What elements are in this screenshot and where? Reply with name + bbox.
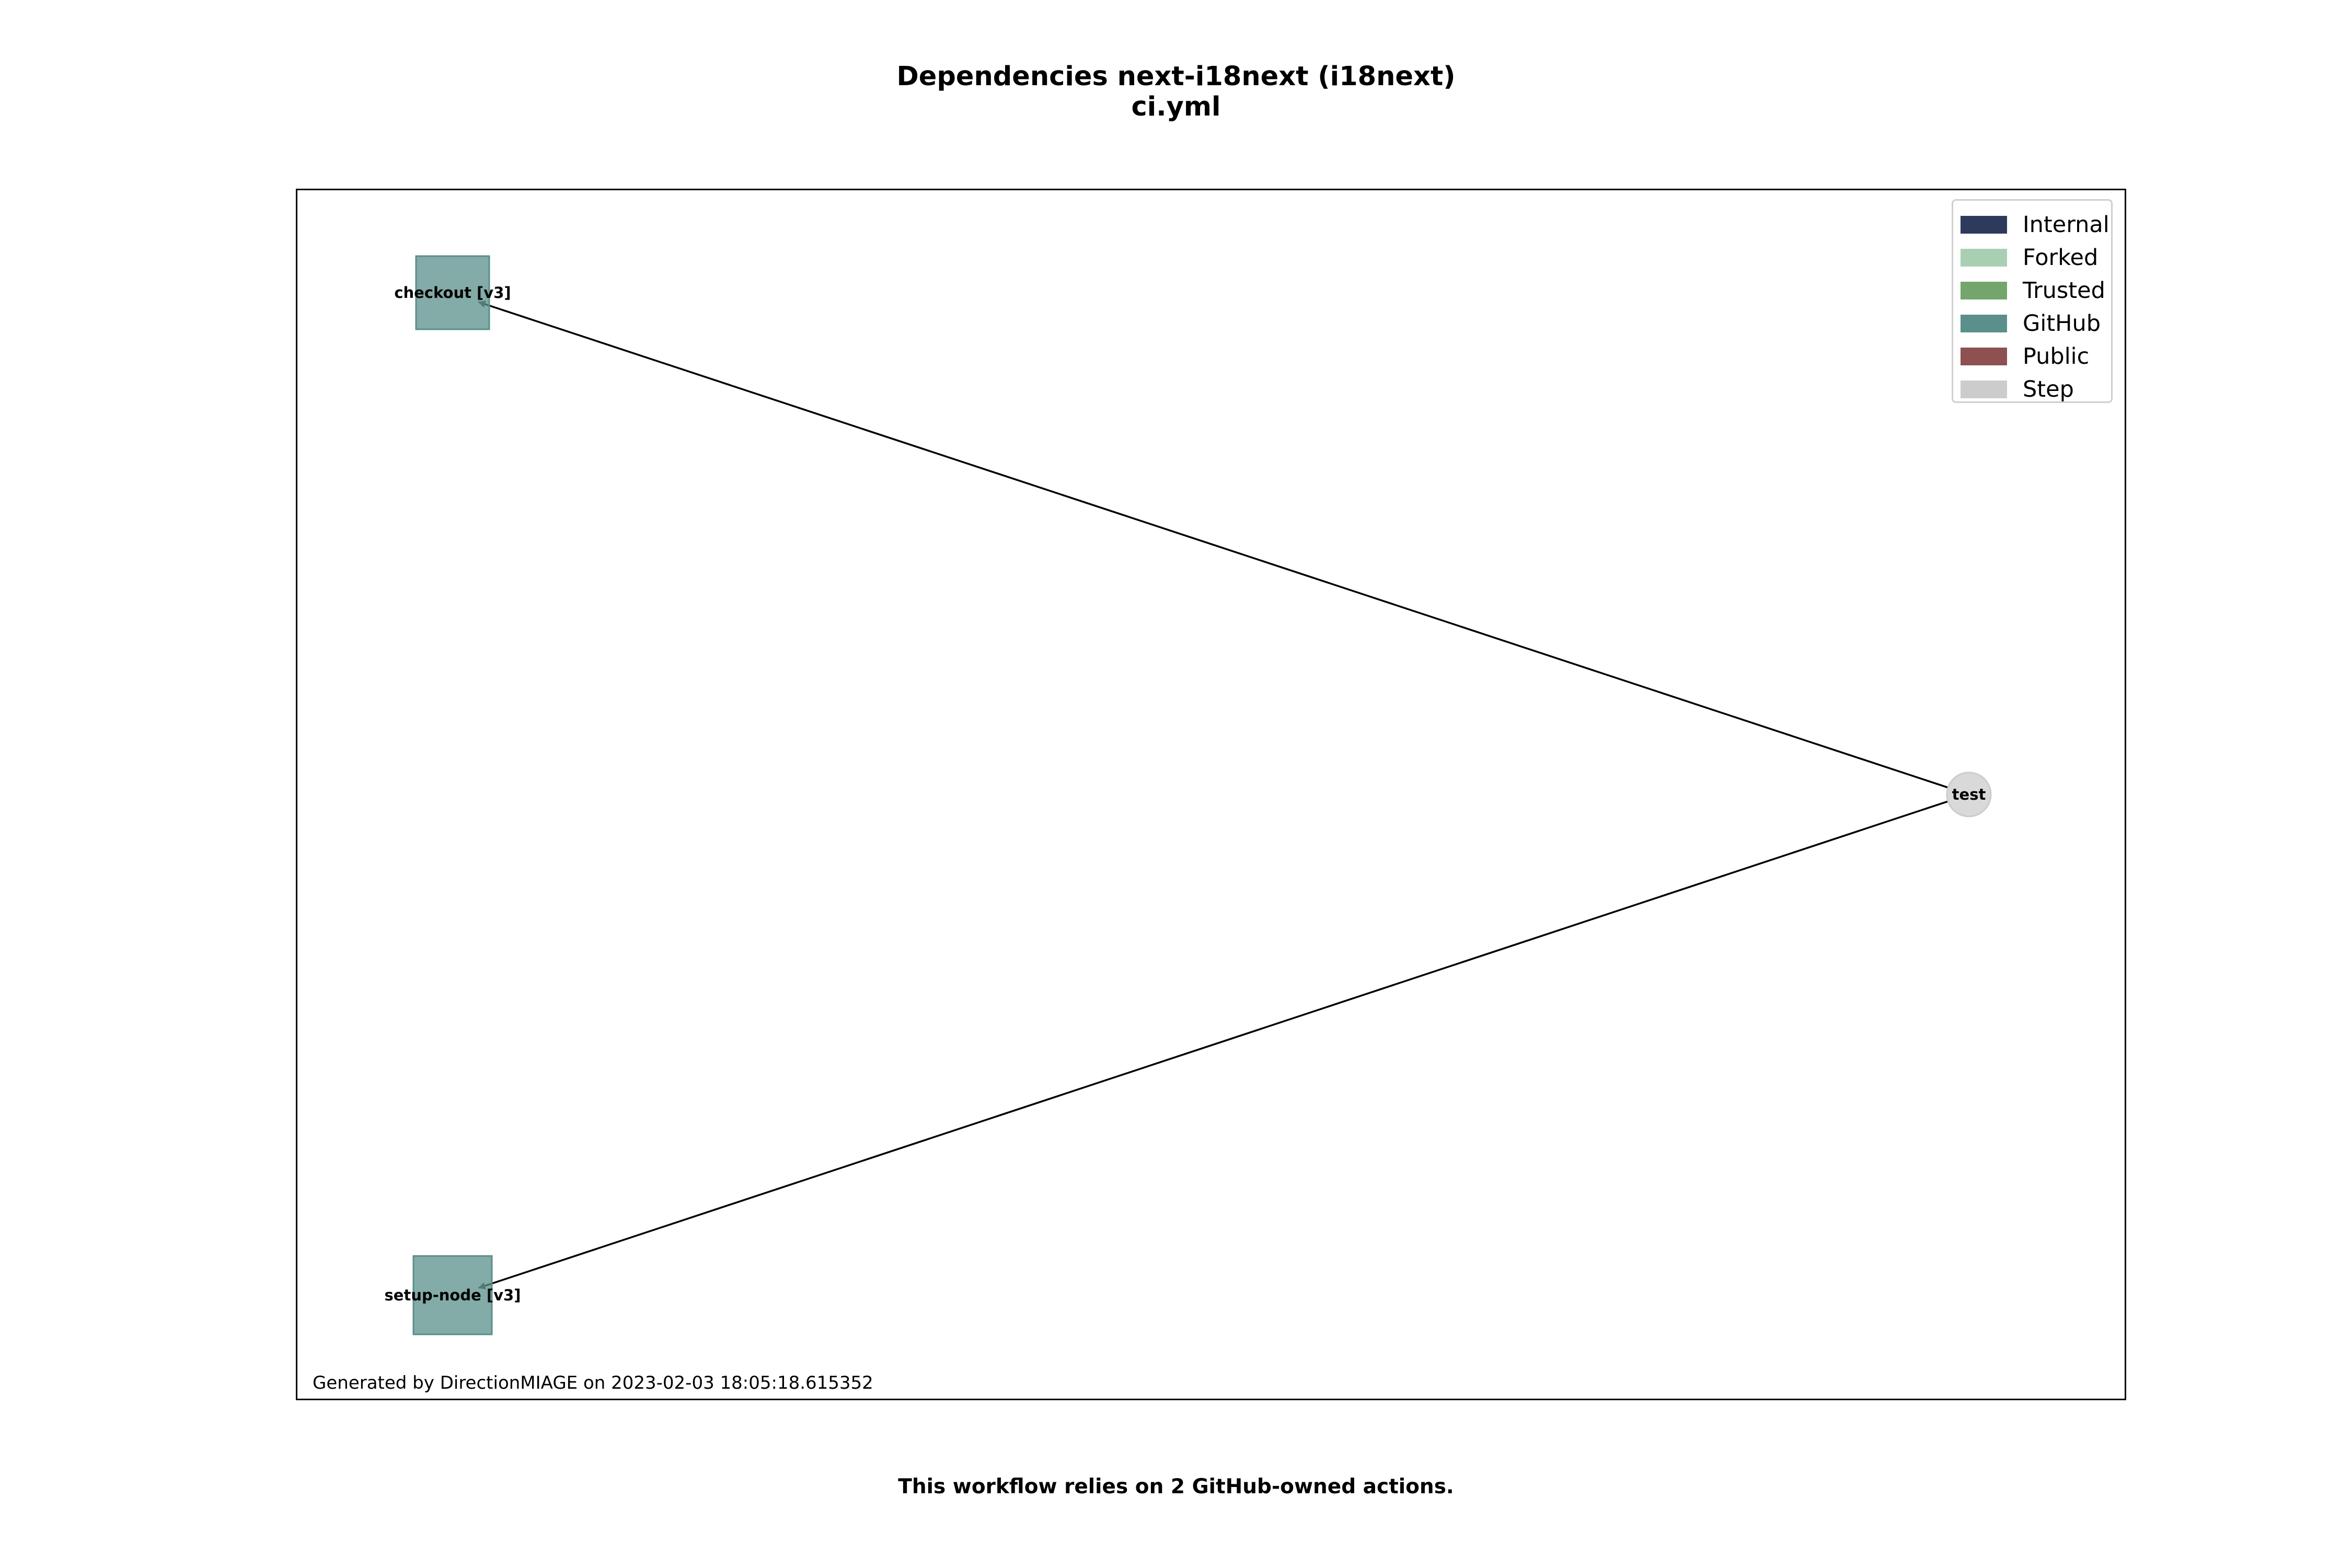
title-line-1: Dependencies next-i18next (i18next) — [896, 61, 1456, 92]
legend-item-public: Public — [1961, 340, 2111, 373]
footer-summary: This workflow relies on 2 GitHub-owned a… — [898, 1475, 1454, 1498]
plot-frame — [296, 189, 2126, 1400]
legend-label: GitHub — [2023, 310, 2101, 337]
legend-label: Step — [2023, 376, 2074, 402]
nodes-layer: checkout [v3] setup-node [v3] test — [385, 255, 1992, 1335]
legend-item-trusted: Trusted — [1961, 274, 2111, 307]
node-label-checkout: checkout [v3] — [394, 284, 511, 302]
legend-item-step: Step — [1961, 373, 2111, 406]
title-line-2: ci.yml — [1131, 91, 1221, 122]
generated-by-text: Generated by DirectionMIAGE on 2023-02-0… — [313, 1373, 873, 1393]
legend-label: Forked — [2023, 244, 2099, 271]
node-setup-node: setup-node [v3] — [385, 1255, 521, 1335]
legend-label: Trusted — [2023, 277, 2105, 304]
legend-item-internal: Internal — [1961, 208, 2111, 241]
legend-label: Public — [2023, 343, 2090, 370]
node-label-test: test — [1952, 786, 1986, 803]
node-test: test — [1946, 771, 1992, 817]
node-label-setup-node: setup-node [v3] — [385, 1286, 521, 1304]
legend-swatch — [1961, 347, 2007, 365]
legend-swatch — [1961, 281, 2007, 299]
edge-test-to-setup-node — [478, 800, 1949, 1289]
edges-layer — [478, 301, 1949, 1289]
diagram-title: Dependencies next-i18next (i18next) ci.y… — [0, 62, 2352, 122]
legend-swatch — [1961, 314, 2007, 332]
node-shape-setup-node — [412, 1255, 493, 1335]
legend-item-github: GitHub — [1961, 307, 2111, 340]
legend-label: Internal — [2023, 211, 2109, 238]
legend-item-forked: Forked — [1961, 241, 2111, 274]
legend-swatch — [1961, 248, 2007, 267]
node-shape-test — [1946, 771, 1992, 817]
legend-swatch — [1961, 215, 2007, 234]
node-shape-checkout — [415, 255, 490, 330]
edge-test-to-checkout — [478, 301, 1949, 789]
node-checkout: checkout [v3] — [394, 255, 511, 330]
legend-swatch — [1961, 380, 2007, 398]
